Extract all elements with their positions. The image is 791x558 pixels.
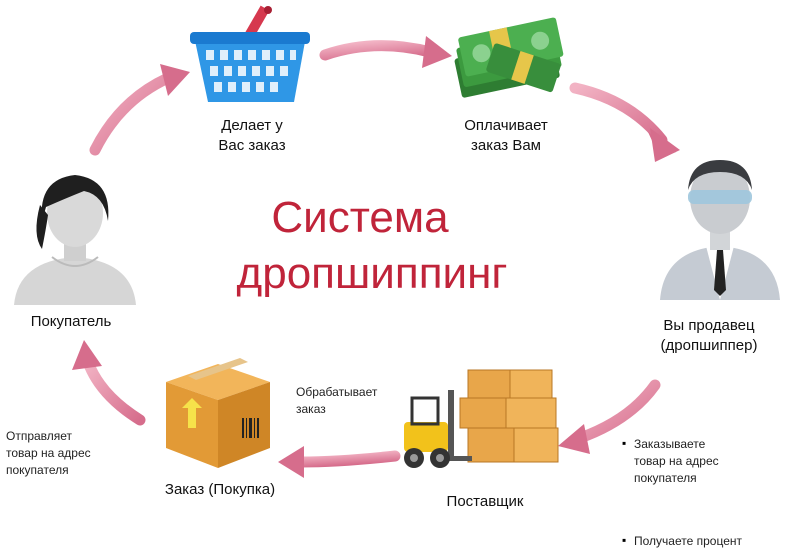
money-node [445, 8, 570, 106]
diagram-title-line1: Система [250, 192, 470, 244]
note-supplier-processes: Обрабатывает заказ [296, 384, 406, 418]
order-node [158, 352, 278, 470]
basket-node [190, 2, 310, 110]
seller-step-text: Получаете процент [634, 533, 742, 550]
arrow-buyer-to-basket [95, 64, 190, 150]
supplier-node [398, 360, 563, 478]
bullet-icon: ▪ [622, 533, 634, 550]
diagram-title-line2: дропшиппинг [222, 248, 522, 300]
seller-step-item: ▪ Заказываете товар на адрес покупателя [622, 436, 787, 487]
arrow-order-to-buyer [72, 340, 140, 420]
parcel-box-icon [158, 352, 278, 470]
arrow-supplier-to-order [278, 446, 395, 478]
seller-step-text: Заказываете товар на адрес покупателя [634, 436, 719, 487]
money-label: Оплачивает заказ Вам [440, 116, 572, 156]
seller-label: Вы продавец (дропшиппер) [634, 316, 784, 356]
supplier-label: Поставщик [420, 492, 550, 512]
shopping-basket-icon [190, 2, 310, 110]
seller-step-item: ▪ Получаете процент [622, 533, 787, 550]
note-ships-to-buyer: Отправляет товар на адрес покупателя [6, 428, 136, 479]
arrow-basket-to-money [325, 36, 452, 68]
buyer-node [12, 165, 138, 305]
buyer-avatar-icon [12, 165, 138, 305]
bullet-icon: ▪ [622, 436, 634, 487]
seller-avatar-icon [660, 150, 780, 300]
order-label: Заказ (Покупка) [140, 480, 300, 500]
money-stack-icon [445, 8, 570, 106]
buyer-label: Покупатель [6, 312, 136, 332]
seller-node [660, 150, 780, 300]
forklift-boxes-icon [398, 360, 563, 478]
seller-steps-list: ▪ Заказываете товар на адрес покупателя … [622, 436, 787, 550]
basket-label: Делает у Вас заказ [196, 116, 308, 156]
